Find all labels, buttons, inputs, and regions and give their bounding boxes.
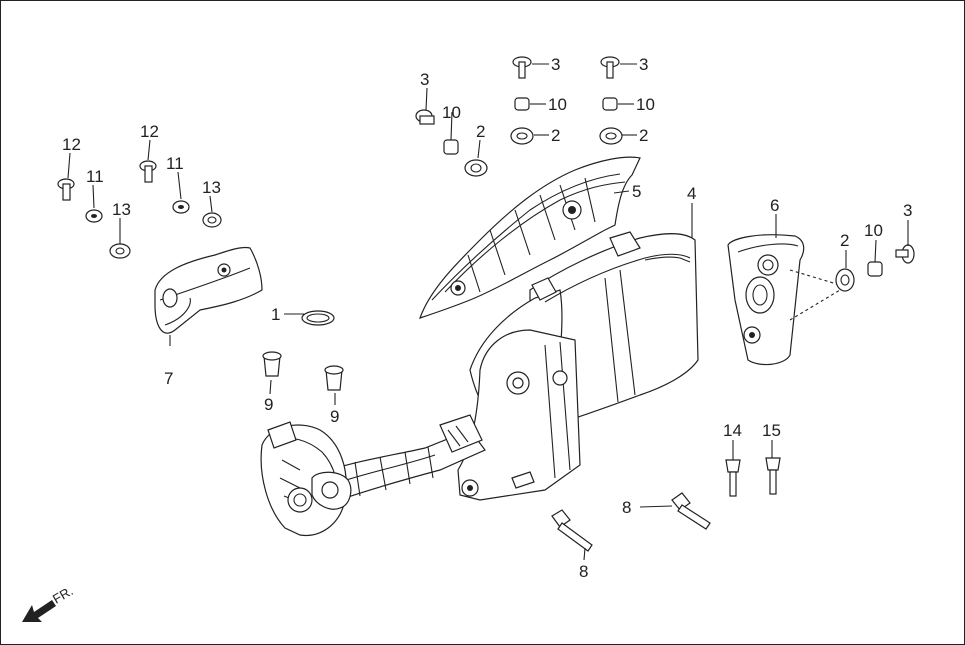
bolt-15 — [765, 457, 781, 495]
callout-14: 14 — [723, 421, 742, 440]
collar-nut-right — [324, 365, 344, 391]
callout-11b: 11 — [166, 154, 184, 173]
collar-10c — [602, 97, 618, 111]
callout-2a: 2 — [476, 122, 485, 141]
callout-10b: 10 — [548, 95, 567, 114]
callout-13a: 13 — [112, 200, 131, 219]
callout-4: 4 — [687, 184, 696, 203]
bolt-12a — [57, 178, 75, 201]
callout-2b: 2 — [551, 126, 560, 145]
grommet-2c — [599, 127, 623, 145]
grommet-2b — [510, 127, 534, 145]
callout-1: 1 — [271, 305, 280, 324]
callout-labels: 12 11 13 12 11 13 7 1 9 9 3 10 2 3 10 2 … — [62, 55, 912, 581]
callout-3b: 3 — [551, 55, 560, 74]
callout-3a: 3 — [420, 70, 429, 89]
washer-13a — [109, 243, 131, 259]
bolt-3b — [512, 56, 532, 79]
grommet-2d — [835, 268, 855, 292]
gasket — [301, 310, 335, 326]
bolt-8a — [551, 509, 593, 552]
callout-2c: 2 — [639, 126, 648, 145]
callout-10d: 10 — [864, 221, 883, 240]
front-arrow-icon — [22, 600, 56, 622]
collar-10d — [867, 261, 883, 277]
collar-10b — [514, 97, 530, 111]
callout-9a: 9 — [264, 395, 273, 414]
callout-7: 7 — [164, 369, 173, 388]
callout-2d: 2 — [840, 231, 849, 250]
heat-guard-left — [154, 246, 263, 334]
callout-15: 15 — [762, 421, 781, 440]
callout-10c: 10 — [636, 95, 655, 114]
hardware-items — [57, 56, 915, 552]
muffler — [457, 231, 699, 501]
callout-8a: 8 — [622, 498, 631, 517]
heat-shield-upper — [419, 156, 641, 319]
bolt-3d — [895, 244, 915, 264]
exhaust-pipe-assembly — [260, 414, 486, 537]
bolt-12b — [139, 160, 157, 183]
bolt-3c — [600, 56, 620, 79]
leader-lines — [67, 63, 909, 561]
callout-3c: 3 — [639, 55, 648, 74]
collar-nut-left — [262, 351, 282, 377]
collar-10a — [443, 139, 459, 155]
callout-12a: 12 — [62, 135, 81, 154]
callout-12b: 12 — [140, 122, 159, 141]
callout-13b: 13 — [202, 178, 221, 197]
callout-11a: 11 — [86, 167, 104, 186]
callout-8b: 8 — [579, 562, 588, 581]
washer-13b — [202, 212, 222, 228]
bolt-14 — [725, 459, 741, 497]
callout-9b: 9 — [330, 407, 339, 426]
callout-3d: 3 — [903, 201, 912, 220]
callout-5: 5 — [632, 182, 641, 201]
bolt-3a — [415, 109, 435, 125]
grommet-2a — [464, 159, 488, 177]
callout-6: 6 — [770, 196, 779, 215]
bolt-8b — [671, 492, 711, 530]
callout-10a: 10 — [442, 103, 461, 122]
muffler-end-cap — [727, 234, 841, 366]
